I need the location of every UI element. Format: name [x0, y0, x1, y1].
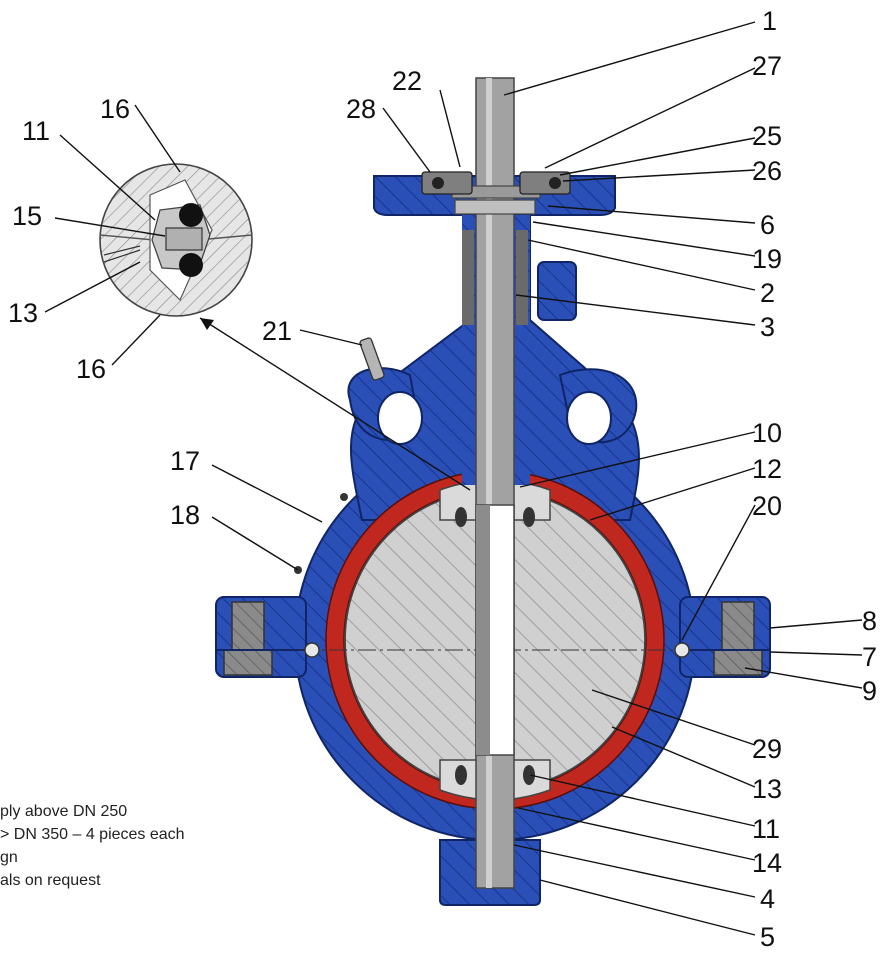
- flange-bolts: [216, 601, 770, 676]
- callout-5: 5: [760, 922, 775, 952]
- seal-detail-view: [99, 163, 471, 491]
- footnote-2: > DN 350 – 4 pieces each: [0, 826, 185, 843]
- callout-18: 18: [170, 500, 200, 530]
- callout-28: 28: [346, 94, 376, 124]
- callout-11: 11: [752, 814, 780, 844]
- callout-14: 14: [752, 848, 782, 878]
- footnote-4: als on request: [0, 872, 101, 889]
- detail-callout-11: 11: [22, 116, 50, 146]
- callout-3: 3: [760, 312, 775, 342]
- grease-nipple: [359, 337, 385, 381]
- callout-17: 17: [170, 446, 200, 476]
- callout-8: 8: [862, 606, 877, 636]
- callout-20: 20: [752, 491, 782, 521]
- callout-2: 2: [760, 278, 775, 308]
- valve-shaft: [451, 77, 541, 889]
- callout-1: 1: [762, 6, 777, 36]
- detail-callout-16-top: 16: [100, 94, 130, 124]
- footnotes: ply above DN 250 > DN 350 – 4 pieces eac…: [0, 800, 300, 892]
- callout-19: 19: [752, 244, 782, 274]
- callout-27: 27: [752, 51, 782, 81]
- detail-callout-16-bottom: 16: [76, 354, 106, 384]
- callout-25: 25: [752, 121, 782, 151]
- detail-callout-15: 15: [12, 201, 42, 231]
- callout-7: 7: [862, 642, 877, 672]
- leader-lines: [44, 21, 863, 936]
- callout-9: 9: [862, 676, 877, 706]
- callout-labels: 1 27 25 26 6 19 2 3 10 12 20 8 7 9 29 13…: [8, 6, 877, 952]
- callout-6: 6: [760, 210, 775, 240]
- callout-13: 13: [752, 774, 782, 804]
- callout-26: 26: [752, 156, 782, 186]
- gland-packing: [421, 171, 571, 195]
- callout-21: 21: [262, 316, 292, 346]
- callout-22: 22: [392, 66, 422, 96]
- callout-4: 4: [760, 884, 775, 914]
- fitting-17: [340, 493, 348, 501]
- callout-29: 29: [752, 734, 782, 764]
- callout-10: 10: [752, 418, 782, 448]
- callout-12: 12: [752, 454, 782, 484]
- footnote-3: gn: [0, 849, 18, 866]
- detail-callout-13: 13: [8, 298, 38, 328]
- footnote-1: ply above DN 250: [0, 803, 128, 820]
